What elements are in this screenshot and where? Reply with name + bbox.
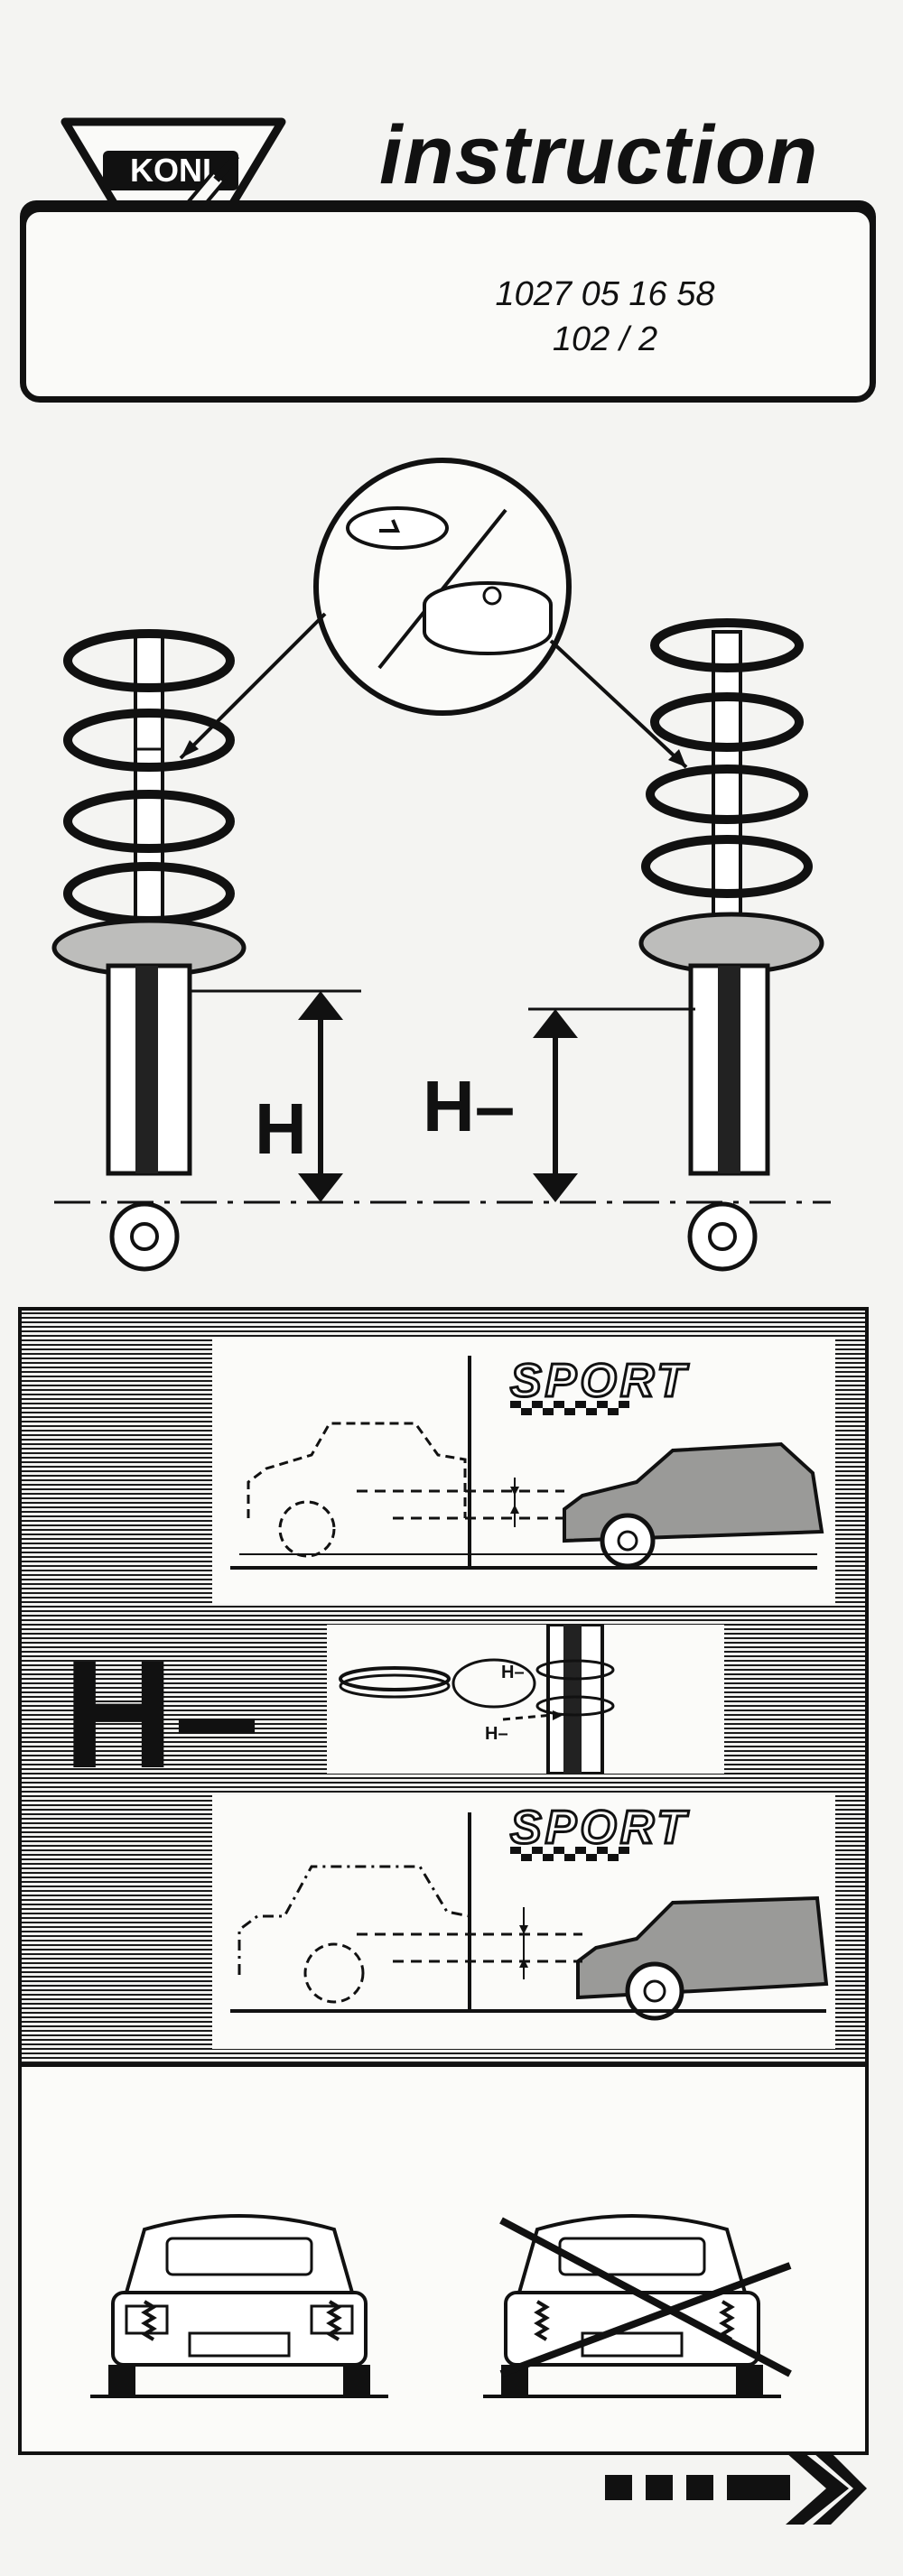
- svg-text:KONI: KONI: [130, 152, 211, 189]
- car-lowering-illustration-top: [230, 1356, 824, 1570]
- part-number: 1027 05 16 58: [495, 275, 715, 313]
- detail-label-upper: H–: [501, 1663, 525, 1682]
- car-front-wrong: [483, 2214, 792, 2398]
- spacer-detail-circle: [313, 458, 572, 716]
- page-title: instruction: [379, 109, 819, 201]
- spacer-ring-illustration: [339, 1623, 615, 1775]
- sport-panel-bottom: [212, 1794, 835, 2049]
- header-box: [20, 206, 876, 403]
- sheet-number: 102 / 2: [552, 320, 658, 358]
- lowered-height-big-label: H–: [63, 1629, 260, 1801]
- sport-panel-top: [212, 1338, 835, 1604]
- lowered-height-label: H–: [423, 1066, 516, 1146]
- car-lowering-illustration-bottom: [230, 1812, 829, 2021]
- left-shock-absorber: [51, 629, 247, 1272]
- car-front-correct: [90, 2214, 388, 2398]
- right-shock-absorber: [638, 618, 824, 1272]
- height-label: H: [255, 1089, 307, 1169]
- sport-logo-top: SPORT: [508, 1354, 690, 1409]
- spacer-ring-detail-panel: [327, 1623, 724, 1775]
- detail-label-lower: H–: [485, 1724, 508, 1744]
- arrow-right-icon[interactable]: [600, 2448, 871, 2529]
- spring-height-diagram: [51, 458, 831, 1272]
- sport-logo-bottom: SPORT: [508, 1801, 690, 1856]
